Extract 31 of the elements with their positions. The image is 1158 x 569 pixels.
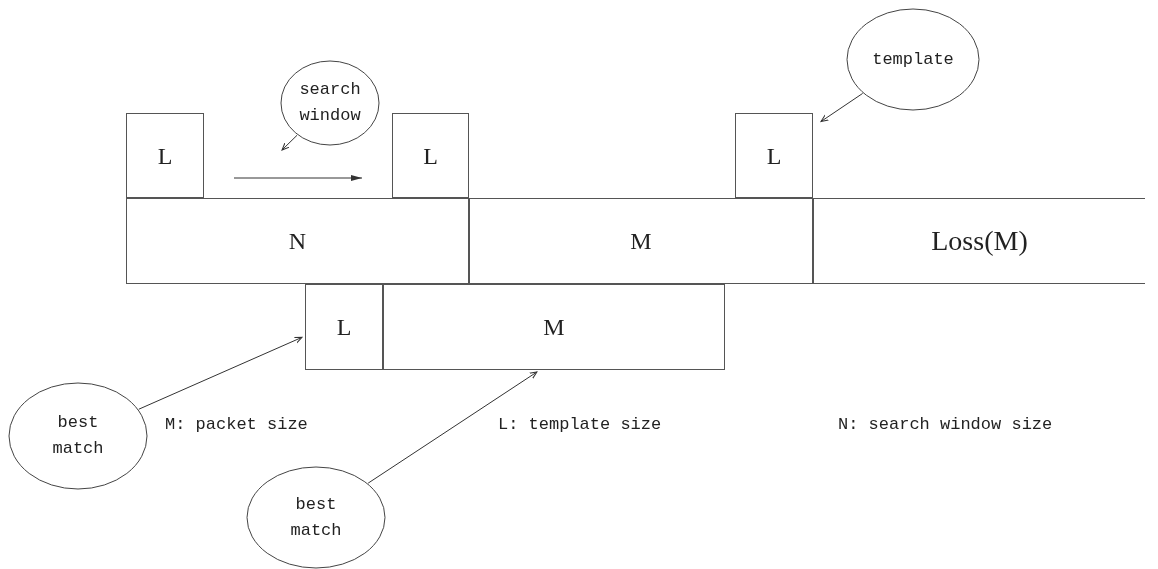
callout-bubble: [8, 382, 148, 490]
block-box: [735, 113, 813, 198]
block-label: L: [157, 141, 173, 171]
legend-note: N: search window size: [838, 414, 1053, 436]
bubble-label: best match: [290, 493, 342, 542]
bubble-label: search window: [299, 79, 361, 127]
block-label: N: [288, 227, 307, 256]
legend-note: L: template size: [498, 414, 662, 436]
legend-note: M: packet size: [165, 414, 308, 436]
block-box: [383, 284, 725, 370]
block-box: [126, 113, 204, 198]
leader-arrow: [367, 371, 538, 484]
block-box: [126, 198, 469, 284]
block-box: [813, 198, 1145, 284]
block-label: M: [543, 313, 565, 342]
leader-arrow: [138, 336, 303, 410]
leader-arrow: [281, 134, 298, 151]
leader-arrow: [820, 92, 864, 122]
callout-bubble: [246, 466, 386, 569]
block-label: M: [630, 227, 652, 256]
block-box: [392, 113, 469, 198]
block-label: L: [766, 141, 782, 171]
callout-bubble: [846, 8, 980, 111]
bubble-label: best match: [52, 412, 104, 460]
block-label: L: [336, 313, 352, 342]
bubble-label: template: [872, 48, 954, 71]
block-label: L: [423, 141, 438, 171]
callout-bubble: [280, 60, 380, 146]
block-box: [305, 284, 383, 370]
block-label: Loss(M): [931, 224, 1028, 258]
block-box: [469, 198, 813, 284]
